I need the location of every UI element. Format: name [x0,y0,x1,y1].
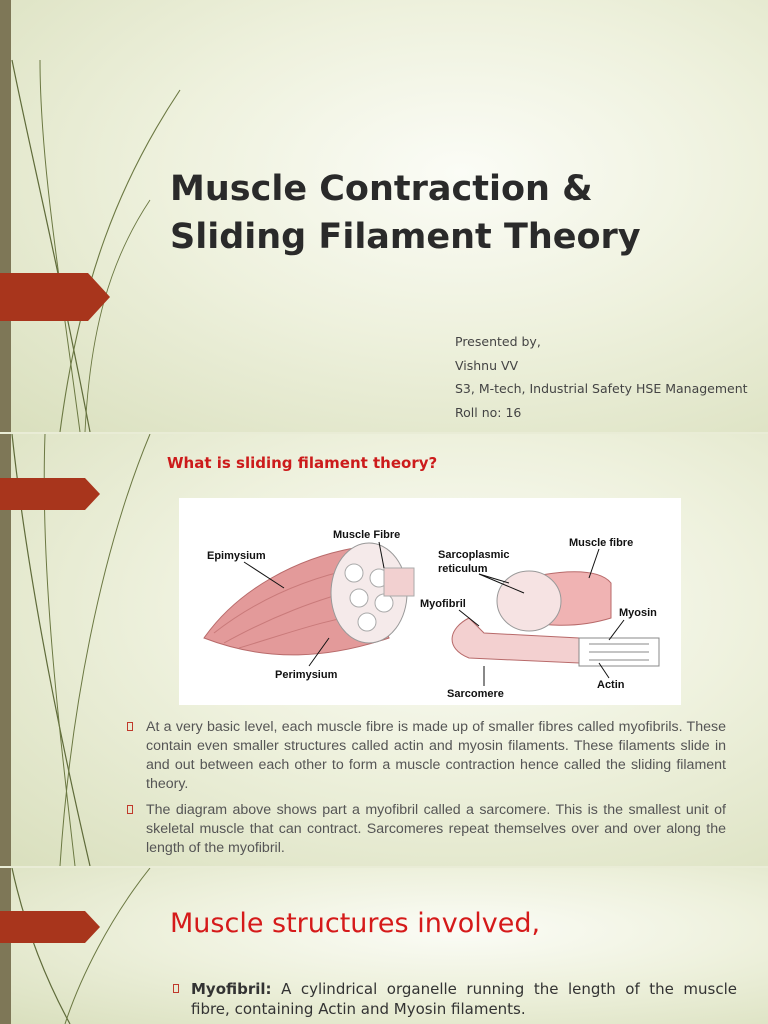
label-muscle-fibre-left: Muscle Fibre [333,529,400,541]
left-accent-bar [0,434,11,866]
label-muscle-fibre-right: Muscle fibre [569,537,633,549]
label-myofibril: Myofibril [420,598,466,610]
slide-sliding-filament: What is sliding filament theory? [0,434,768,866]
list-item: Myofibril: A cylindrical organelle runni… [172,979,737,1019]
presentation-title: Muscle Contraction & Sliding Filament Th… [170,165,760,261]
muscle-bundle-illustration [203,542,415,656]
bullet-text: The diagram above shows part a myofibril… [146,802,726,856]
presenter-roll: Roll no: 16 [455,404,522,420]
muscle-diagram: Epimysium Muscle Fibre Perimysium Sarcop… [179,498,681,705]
presenter-label: Presented by, [455,334,541,349]
presenter-info: Presented by, Vishnu VV S3, M-tech, Indu… [455,330,748,424]
bullet-list: At a very basic level, each muscle fibre… [126,718,726,865]
label-epimysium: Epimysium [207,550,266,562]
bullet-icon [127,805,133,814]
swirl-decoration [11,868,151,1024]
slide-heading: Muscle structures involved, [170,908,541,939]
bullet-text: At a very basic level, each muscle fibre… [146,719,726,792]
bullet-icon [173,984,179,993]
slide-muscle-structures: Muscle structures involved, Myofibril: A… [0,868,768,1024]
label-actin: Actin [597,679,625,691]
title-line-2: Sliding Filament Theory [170,217,641,257]
title-accent-tab [0,273,110,321]
list-item: At a very basic level, each muscle fibre… [126,718,726,794]
label-perimysium: Perimysium [275,669,338,681]
section-accent-tab [0,478,100,510]
presenter-course: S3, M-tech, Industrial Safety HSE Manage… [455,381,748,396]
definition-term: Myofibril: [191,980,272,998]
label-sarcoplasmic: Sarcoplasmic [438,549,510,561]
slide-heading: What is sliding filament theory? [167,454,438,472]
label-myosin: Myosin [619,607,657,619]
slide-title: Muscle Contraction & Sliding Filament Th… [0,0,768,432]
label-sarcomere: Sarcomere [447,688,504,700]
bullet-icon [127,722,133,731]
title-line-1: Muscle Contraction & [170,169,593,209]
presenter-name: Vishnu VV [455,357,519,373]
left-accent-bar [0,0,11,432]
section-accent-tab [0,911,100,943]
label-reticulum: reticulum [438,563,488,575]
definition-text: A cylindrical organelle running the leng… [191,980,737,1018]
left-accent-bar [0,868,11,1024]
list-item: The diagram above shows part a myofibril… [126,801,726,858]
myofibril-illustration [451,570,660,667]
